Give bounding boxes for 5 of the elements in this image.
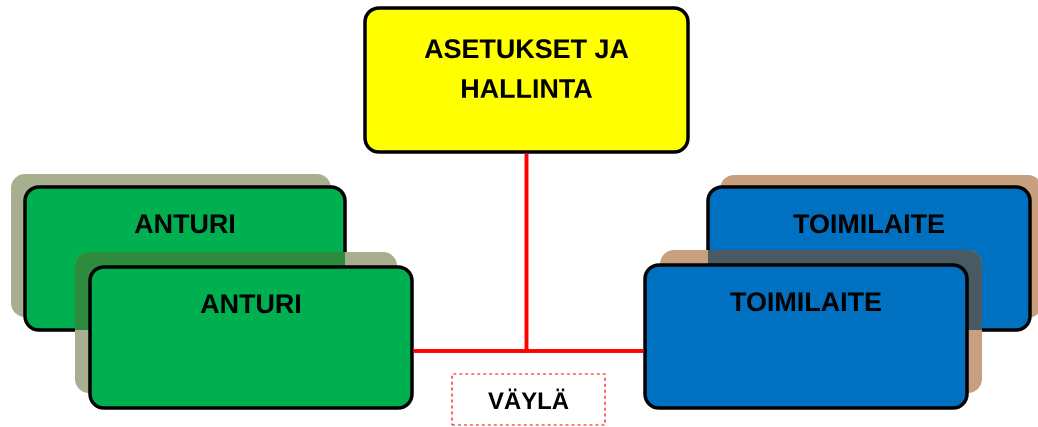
control-box: ASETUKSET JA HALLINTA (363, 6, 690, 154)
bus-label: VÄYLÄ (451, 373, 606, 426)
bus-line (413, 349, 644, 353)
actuator-box: TOIMILAITE (643, 250, 982, 410)
sensor-box: ANTURI (75, 252, 414, 410)
